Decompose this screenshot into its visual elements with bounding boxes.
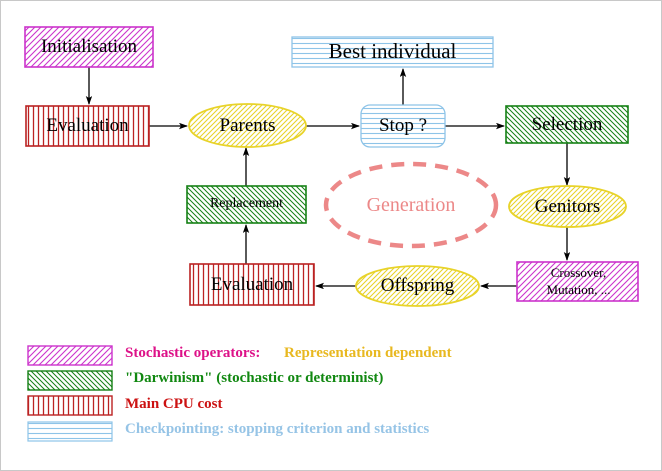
legend-swatch-darwinism <box>27 370 113 391</box>
node-offspring-shape[interactable] <box>355 265 480 307</box>
legend-label-main-cpu-cost: Main CPU cost <box>125 396 223 412</box>
node-stop-shape[interactable] <box>360 104 446 148</box>
node-parents-shape[interactable] <box>188 103 307 148</box>
node-genitors-shape[interactable] <box>508 185 627 228</box>
legend-label-stochastic-operators: Stochastic operators: <box>125 345 261 361</box>
legend-swatches <box>27 345 113 442</box>
node-crossover-shape[interactable] <box>516 261 639 302</box>
legend-swatch-stochastic-operators <box>27 345 113 366</box>
legend-label-representation-dependent: Representation dependent <box>284 345 452 361</box>
node-generation-shape <box>323 161 499 249</box>
node-initialisation-shape[interactable] <box>24 26 154 68</box>
legend-swatch-checkpointing <box>27 421 113 442</box>
node-evaluation-bottom-shape[interactable] <box>189 263 315 306</box>
node-evaluation-top-shape[interactable] <box>25 105 150 147</box>
edge-layer <box>85 67 571 290</box>
node-selection-shape[interactable] <box>505 105 629 144</box>
legend-swatch-main-cpu-cost <box>27 395 113 416</box>
node-best-individual-shape[interactable] <box>291 36 494 68</box>
legend-label-checkpointing: Checkpointing: stopping criterion and st… <box>125 421 430 437</box>
legend-label-darwinism: "Darwinism" (stochastic or determinist) <box>125 370 384 386</box>
node-replacement-shape[interactable] <box>186 185 307 224</box>
